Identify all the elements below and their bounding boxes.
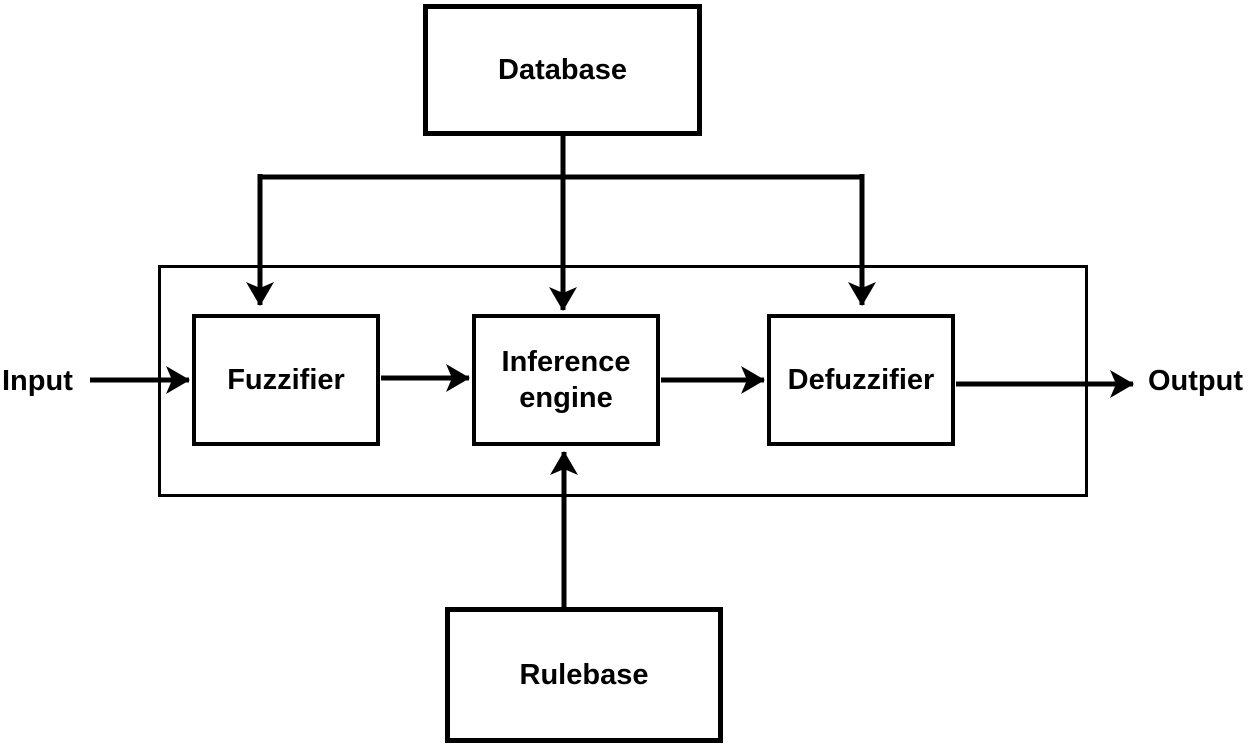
node-database: Database: [423, 4, 702, 136]
node-inference-engine-label: Inference engine: [501, 345, 631, 414]
output-label-text: Output: [1148, 364, 1244, 397]
node-rulebase-label: Rulebase: [519, 658, 649, 691]
node-inference-engine: Inference engine: [472, 314, 660, 446]
system-boundary-box: [158, 265, 1088, 497]
node-defuzzifier-label: Defuzzifier: [787, 363, 935, 396]
input-label-text: Input: [2, 364, 73, 397]
node-database-label: Database: [498, 53, 627, 86]
input-terminal-label: Input: [0, 356, 82, 406]
node-fuzzifier: Fuzzifier: [192, 314, 380, 446]
output-terminal-label: Output: [1148, 356, 1248, 406]
node-defuzzifier: Defuzzifier: [767, 314, 955, 446]
node-rulebase: Rulebase: [445, 607, 723, 743]
node-fuzzifier-label: Fuzzifier: [227, 363, 345, 396]
